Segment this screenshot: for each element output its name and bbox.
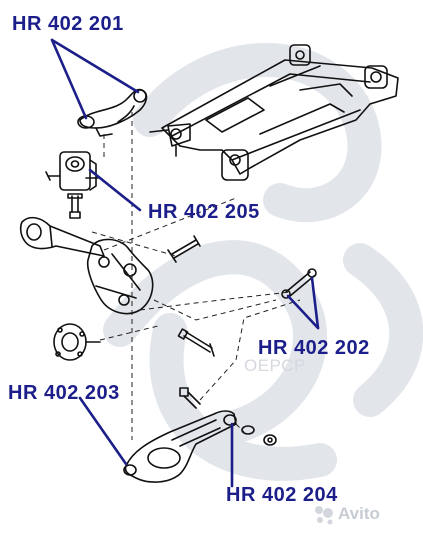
part-label-lower-arm: HR 402 203 — [8, 382, 120, 404]
leader-201-b — [50, 38, 140, 94]
leader-205 — [88, 168, 142, 212]
bolt-upper-right — [167, 235, 201, 263]
avito-logo-icon — [315, 506, 333, 525]
watermark-brand-text: ОЕРСР — [244, 356, 306, 375]
part-label-lower-arm-bushing: HR 402 204 — [226, 484, 338, 506]
upper-control-arm — [77, 88, 148, 137]
bolt-lower-arm — [179, 387, 201, 409]
lower-control-arm — [123, 410, 237, 483]
part-label-bushing: HR 402 205 — [148, 201, 260, 223]
leader-201-a — [50, 38, 88, 120]
leader-202-b — [310, 276, 320, 330]
watermark-marketplace-text: Avito — [338, 504, 380, 523]
part-label-toe-link: HR 402 202 — [258, 337, 370, 359]
nut-washer — [241, 425, 277, 446]
wheel-hub — [53, 323, 101, 361]
part-label-upper-arm: HR 402 201 — [12, 13, 124, 35]
bolt-vertical — [67, 193, 83, 219]
leader-202-a — [286, 294, 320, 330]
leader-203 — [78, 396, 128, 466]
toe-link — [281, 268, 317, 299]
trailing-arm — [19, 216, 105, 257]
bolt-lower-right — [177, 328, 215, 357]
knuckle — [86, 238, 154, 315]
rear-subframe — [149, 44, 399, 181]
